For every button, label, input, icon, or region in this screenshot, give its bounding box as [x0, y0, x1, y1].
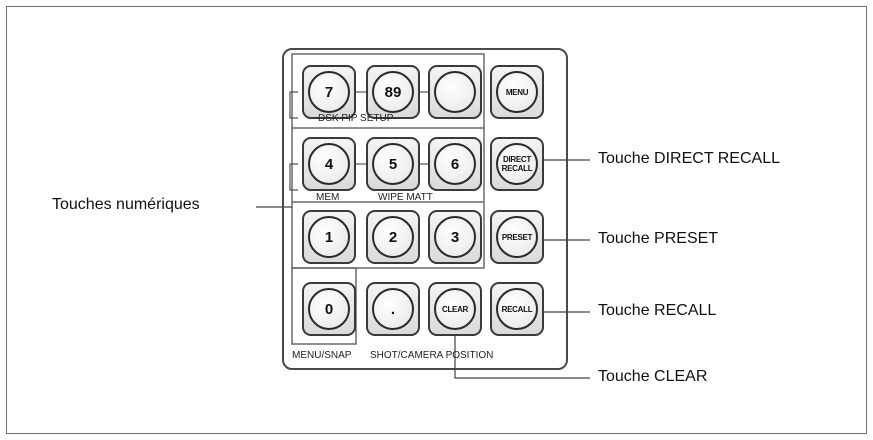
- preset-key[interactable]: PRESET: [490, 210, 544, 264]
- key-7[interactable]: 7: [302, 65, 356, 119]
- key-blank-label: [434, 71, 476, 113]
- key-89-label: 89: [372, 71, 414, 113]
- key-6[interactable]: 6: [428, 137, 482, 191]
- key-5[interactable]: 5: [366, 137, 420, 191]
- key-0-label: 0: [308, 288, 350, 330]
- key-6-label: 6: [434, 143, 476, 185]
- menu-key-label: MENU: [496, 71, 538, 113]
- menu-key[interactable]: MENU: [490, 65, 544, 119]
- mem-label: MEM: [316, 192, 340, 203]
- key-5-label: 5: [372, 143, 414, 185]
- key-1[interactable]: 1: [302, 210, 356, 264]
- dot-key[interactable]: .: [366, 282, 420, 336]
- key-3-label: 3: [434, 216, 476, 258]
- direct-recall-callout: Touche DIRECT RECALL: [598, 150, 780, 167]
- recall-key-label: RECALL: [496, 288, 538, 330]
- dot-key-label: .: [372, 288, 414, 330]
- recall-key[interactable]: RECALL: [490, 282, 544, 336]
- key-blank[interactable]: [428, 65, 482, 119]
- key-2[interactable]: 2: [366, 210, 420, 264]
- direct-recall-key-label: DIRECT RECALL: [496, 143, 538, 185]
- wipe-matt-label: WIPE MATT: [378, 192, 433, 203]
- preset-callout: Touche PRESET: [598, 230, 719, 247]
- clear-callout: Touche CLEAR: [598, 368, 708, 385]
- recall-callout: Touche RECALL: [598, 302, 717, 319]
- key-1-label: 1: [308, 216, 350, 258]
- preset-key-label: PRESET: [496, 216, 538, 258]
- dsk-pip-setup-label: DSK PIP SETUP: [318, 113, 394, 124]
- numeric-keys-callout: Touches numériques: [52, 196, 200, 213]
- key-4-label: 4: [308, 143, 350, 185]
- menu-snap-label: MENU/SNAP: [292, 350, 352, 361]
- key-4[interactable]: 4: [302, 137, 356, 191]
- shot-camera-position-label: SHOT/CAMERA POSITION: [370, 350, 494, 361]
- direct-recall-key[interactable]: DIRECT RECALL: [490, 137, 544, 191]
- key-3[interactable]: 3: [428, 210, 482, 264]
- clear-key[interactable]: CLEAR: [428, 282, 482, 336]
- clear-key-label: CLEAR: [434, 288, 476, 330]
- key-7-label: 7: [308, 71, 350, 113]
- key-2-label: 2: [372, 216, 414, 258]
- key-89[interactable]: 89: [366, 65, 420, 119]
- key-0[interactable]: 0: [302, 282, 356, 336]
